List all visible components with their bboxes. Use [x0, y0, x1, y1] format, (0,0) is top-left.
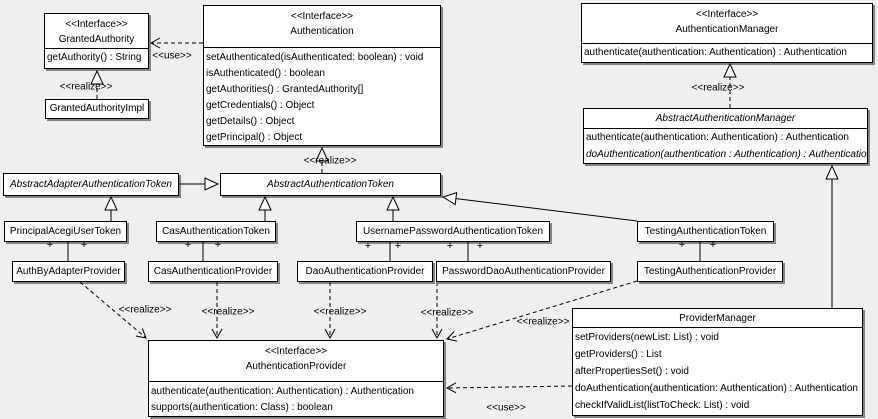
method: doAuthentication(authentication: Authent… [575, 383, 858, 394]
use-label: <<use>> [152, 50, 192, 62]
class-name: DaoAuthenticationProvider [305, 265, 425, 277]
assoc-plus: + [446, 240, 454, 252]
class-authentication-manager[interactable]: <<Interface>> AuthenticationManager auth… [581, 3, 873, 63]
class-cas-authentication-token[interactable]: CasAuthenticationToken [156, 221, 276, 242]
method: getCredentials() : Object [206, 100, 315, 111]
assoc-plus: + [709, 239, 717, 251]
method: authenticate(authentication: Authenticat… [586, 132, 849, 143]
class-name: CasAuthenticationProvider [153, 265, 273, 277]
class-testing-authentication-token[interactable]: TestingAuthenticationToken [637, 221, 774, 242]
class-name: GrantedAuthorityImpl [49, 103, 145, 114]
method: isAuthenticated() : boolean [206, 68, 325, 79]
class-name: Authentication [290, 26, 354, 37]
edge-realize-authbyadapterprovider [79, 281, 147, 339]
method: getProviders() : List [575, 349, 662, 360]
realize-label: <<realize>> [118, 304, 172, 316]
method: getPrincipal() : Object [206, 132, 303, 143]
class-provider-manager[interactable]: ProviderManager setProviders(newList: Li… [572, 308, 863, 416]
class-name: CasAuthenticationToken [162, 225, 270, 237]
method: authenticate(authentication: Authenticat… [151, 386, 414, 397]
method: afterPropertiesSet() : void [575, 366, 689, 377]
class-authentication[interactable]: <<Interface>> Authentication setAuthenti… [203, 5, 441, 146]
assoc-plus: + [476, 240, 484, 252]
class-name: TestingAuthenticationProvider [643, 265, 777, 277]
class-name: PasswordDaoAuthenticationProvider [442, 265, 605, 277]
class-name: AuthenticationProvider [245, 361, 347, 372]
assoc-plus: + [678, 239, 686, 251]
method: supports(authentication: Class) : boolea… [151, 402, 333, 413]
method: setAuthenticated(isAuthenticated: boolea… [206, 52, 424, 63]
realize-label: <<realize>> [691, 82, 745, 94]
assoc-plus: + [394, 240, 402, 252]
class-name: AbstractAuthenticationManager [655, 113, 796, 124]
method: getAuthority() : String [47, 52, 142, 63]
class-password-dao-authentication-provider[interactable]: PasswordDaoAuthenticationProvider [436, 261, 611, 282]
method: getDetails() : Object [206, 116, 295, 127]
class-cas-authentication-provider[interactable]: CasAuthenticationProvider [148, 261, 278, 282]
method: doAuthentication(authentication : Authen… [586, 149, 868, 160]
class-dao-authentication-provider[interactable]: DaoAuthenticationProvider [297, 261, 433, 282]
class-name: AuthenticationManager [675, 24, 779, 35]
class-principal-acegi-user-token[interactable]: PrincipalAcegiUserToken [4, 221, 127, 242]
method: authenticate(authentication: Authenticat… [584, 47, 847, 58]
realize-label: <<realize>> [201, 306, 255, 318]
realize-label: <<realize>> [59, 81, 113, 93]
class-name: TestingAuthenticationToken [644, 225, 767, 237]
class-auth-by-adapter-provider[interactable]: AuthByAdapterProvider [12, 261, 125, 282]
method: setProviders(newList: List) : void [575, 332, 719, 343]
class-abstract-adapter-authentication-token[interactable]: AbstractAdapterAuthenticationToken [3, 173, 179, 196]
assoc-plus: + [80, 239, 88, 251]
class-name: ProviderManager [679, 313, 756, 324]
class-name: UsernamePasswordAuthenticationToken [362, 225, 544, 237]
realize-label: <<realize>> [313, 306, 367, 318]
edge-realize-testingprovider [446, 280, 638, 342]
class-name: AbstractAuthenticationToken [267, 178, 394, 190]
class-granted-authority-impl[interactable]: GrantedAuthorityImpl [45, 99, 149, 119]
use-label: <<use>> [486, 402, 526, 414]
assoc-plus: + [184, 239, 192, 251]
edge-use-providermanager-authprovider [445, 382, 573, 394]
class-authentication-provider[interactable]: <<Interface>> AuthenticationProvider aut… [148, 340, 444, 417]
stereotype-label: <<Interface>> [65, 19, 128, 30]
class-username-password-authentication-token[interactable]: UsernamePasswordAuthenticationToken [356, 221, 550, 242]
class-name: AuthByAdapterProvider [16, 265, 121, 277]
realize-label: <<realize>> [303, 155, 357, 167]
realize-label: <<realize>> [516, 316, 570, 328]
assoc-plus: + [46, 239, 54, 251]
class-abstract-authentication-token[interactable]: AbstractAuthenticationToken [220, 173, 441, 196]
class-abstract-authentication-manager[interactable]: AbstractAuthenticationManager authentica… [583, 108, 868, 164]
method: checkIfValidList(listToCheck: List) : vo… [575, 400, 750, 411]
class-granted-authority[interactable]: <<Interface>> GrantedAuthority getAuthor… [44, 13, 149, 69]
assoc-plus: + [364, 240, 372, 252]
class-name: GrantedAuthority [58, 34, 135, 45]
class-name: PrincipalAcegiUserToken [9, 225, 122, 237]
class-testing-authentication-provider[interactable]: TestingAuthenticationProvider [637, 261, 783, 282]
assoc-plus: + [214, 239, 222, 251]
stereotype-label: <<Interface>> [264, 346, 328, 357]
stereotype-label: <<Interface>> [695, 9, 759, 20]
realize-label: <<realize>> [420, 307, 474, 319]
class-name: AbstractAdapterAuthenticationToken [10, 178, 172, 190]
edge-gen-testingauthenticationtoken [441, 191, 638, 222]
stereotype-label: <<Interface>> [290, 11, 354, 22]
method: getAuthorities() : GrantedAuthority[] [206, 84, 364, 95]
